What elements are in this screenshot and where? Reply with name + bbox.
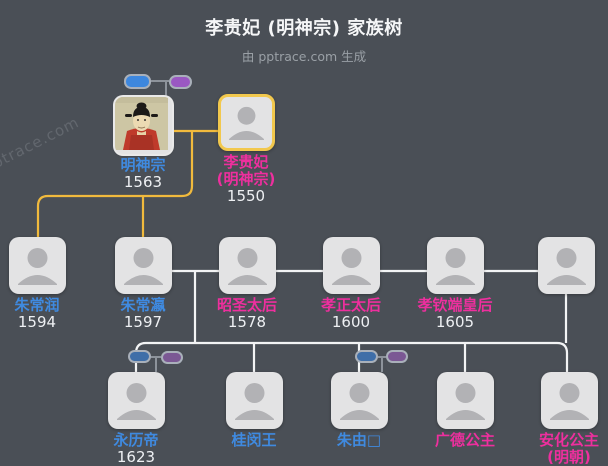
person-node-yongli[interactable]: 永历帝 1623 — [76, 372, 196, 466]
person-year: 1563 — [123, 173, 163, 191]
person-name[interactable]: 明神宗 — [120, 156, 166, 174]
person-year: 1597 — [123, 313, 163, 331]
person-name[interactable]: 孝正太后 — [320, 296, 381, 314]
page-subtitle: 由 pptrace.com 生成 — [241, 49, 367, 64]
person-year: 1550 — [226, 187, 266, 205]
person-name[interactable]: 桂闵王 — [231, 431, 277, 449]
mother-badge-icon[interactable] — [386, 350, 408, 363]
person-node-xiaoqinduan[interactable]: 孝钦端皇后 1605 — [395, 237, 515, 331]
person-silhouette-icon — [435, 248, 475, 285]
person-name-suffix: (明神宗) — [216, 170, 276, 188]
mother-badge-icon[interactable] — [169, 75, 192, 89]
person-card[interactable] — [540, 372, 598, 429]
person-year: 1605 — [435, 313, 475, 331]
person-silhouette-icon — [116, 383, 156, 420]
person-node-xiaozheng[interactable]: 孝正太后 1600 — [291, 237, 411, 331]
emperor-portrait-image — [114, 97, 168, 150]
person-silhouette-icon — [546, 248, 586, 285]
person-card[interactable] — [107, 372, 165, 429]
person-node-mingshenzong[interactable]: 明神宗 1563 — [83, 97, 203, 191]
person-card[interactable] — [322, 237, 380, 294]
person-node-ligufei-selected[interactable]: 李贵妃 (明神宗) 1550 — [186, 94, 306, 205]
person-year: 1578 — [227, 313, 267, 331]
person-node-zhuchangrun[interactable]: 朱常润 1594 — [0, 237, 97, 331]
page-title: 李贵妃 (明神宗) 家族树 — [205, 18, 403, 39]
person-card[interactable] — [8, 237, 66, 294]
person-node-zhaosheng[interactable]: 昭圣太后 1578 — [187, 237, 307, 331]
person-silhouette-icon — [17, 248, 57, 285]
person-name[interactable]: 孝钦端皇后 — [417, 296, 493, 314]
person-year: 1623 — [116, 448, 156, 466]
badge-links — [151, 80, 386, 372]
person-silhouette-icon — [339, 383, 379, 420]
person-name[interactable]: 广德公主 — [434, 431, 495, 449]
person-card[interactable] — [330, 372, 388, 429]
person-node-guimin[interactable]: 桂闵王 — [194, 372, 314, 449]
person-node-guangde[interactable]: 广德公主 — [405, 372, 525, 449]
person-name[interactable]: 安化公主 — [538, 431, 599, 449]
person-name[interactable]: 朱常瀛 — [120, 296, 166, 314]
portrait-card[interactable] — [114, 97, 172, 154]
person-card[interactable] — [225, 372, 283, 429]
person-name[interactable]: 朱由□ — [336, 431, 382, 449]
person-year: 1594 — [17, 313, 57, 331]
parent-links — [36, 129, 218, 237]
father-badge-icon[interactable] — [355, 350, 378, 363]
father-badge-icon[interactable] — [124, 74, 151, 89]
person-card[interactable] — [218, 237, 276, 294]
person-silhouette-icon — [123, 248, 163, 285]
mother-badge-icon[interactable] — [161, 351, 183, 364]
person-node-anhua[interactable]: 安化公主 (明朝) — [509, 372, 608, 466]
person-name-suffix: (明朝) — [547, 448, 591, 466]
person-card[interactable] — [436, 372, 494, 429]
person-silhouette-icon — [234, 383, 274, 420]
person-node-zhuyou[interactable]: 朱由□ — [299, 372, 419, 449]
person-name[interactable]: 朱常润 — [14, 296, 60, 314]
person-node-zhuchangying[interactable]: 朱常瀛 1597 — [83, 237, 203, 331]
person-silhouette-icon — [331, 248, 371, 285]
person-name[interactable]: 昭圣太后 — [216, 296, 277, 314]
family-links — [134, 269, 569, 372]
person-card[interactable] — [114, 237, 172, 294]
person-silhouette-icon — [445, 383, 485, 420]
father-badge-icon[interactable] — [128, 350, 151, 363]
person-silhouette-icon — [549, 383, 589, 420]
person-card[interactable] — [217, 94, 275, 151]
person-card[interactable] — [537, 237, 595, 294]
person-name[interactable]: 永历帝 — [113, 431, 159, 449]
person-silhouette-icon — [227, 248, 267, 285]
person-card[interactable] — [426, 237, 484, 294]
person-year: 1600 — [331, 313, 371, 331]
person-silhouette-icon — [228, 106, 264, 140]
person-node-unknown-spouse[interactable] — [506, 237, 608, 297]
person-name[interactable]: 李贵妃 — [223, 153, 269, 171]
